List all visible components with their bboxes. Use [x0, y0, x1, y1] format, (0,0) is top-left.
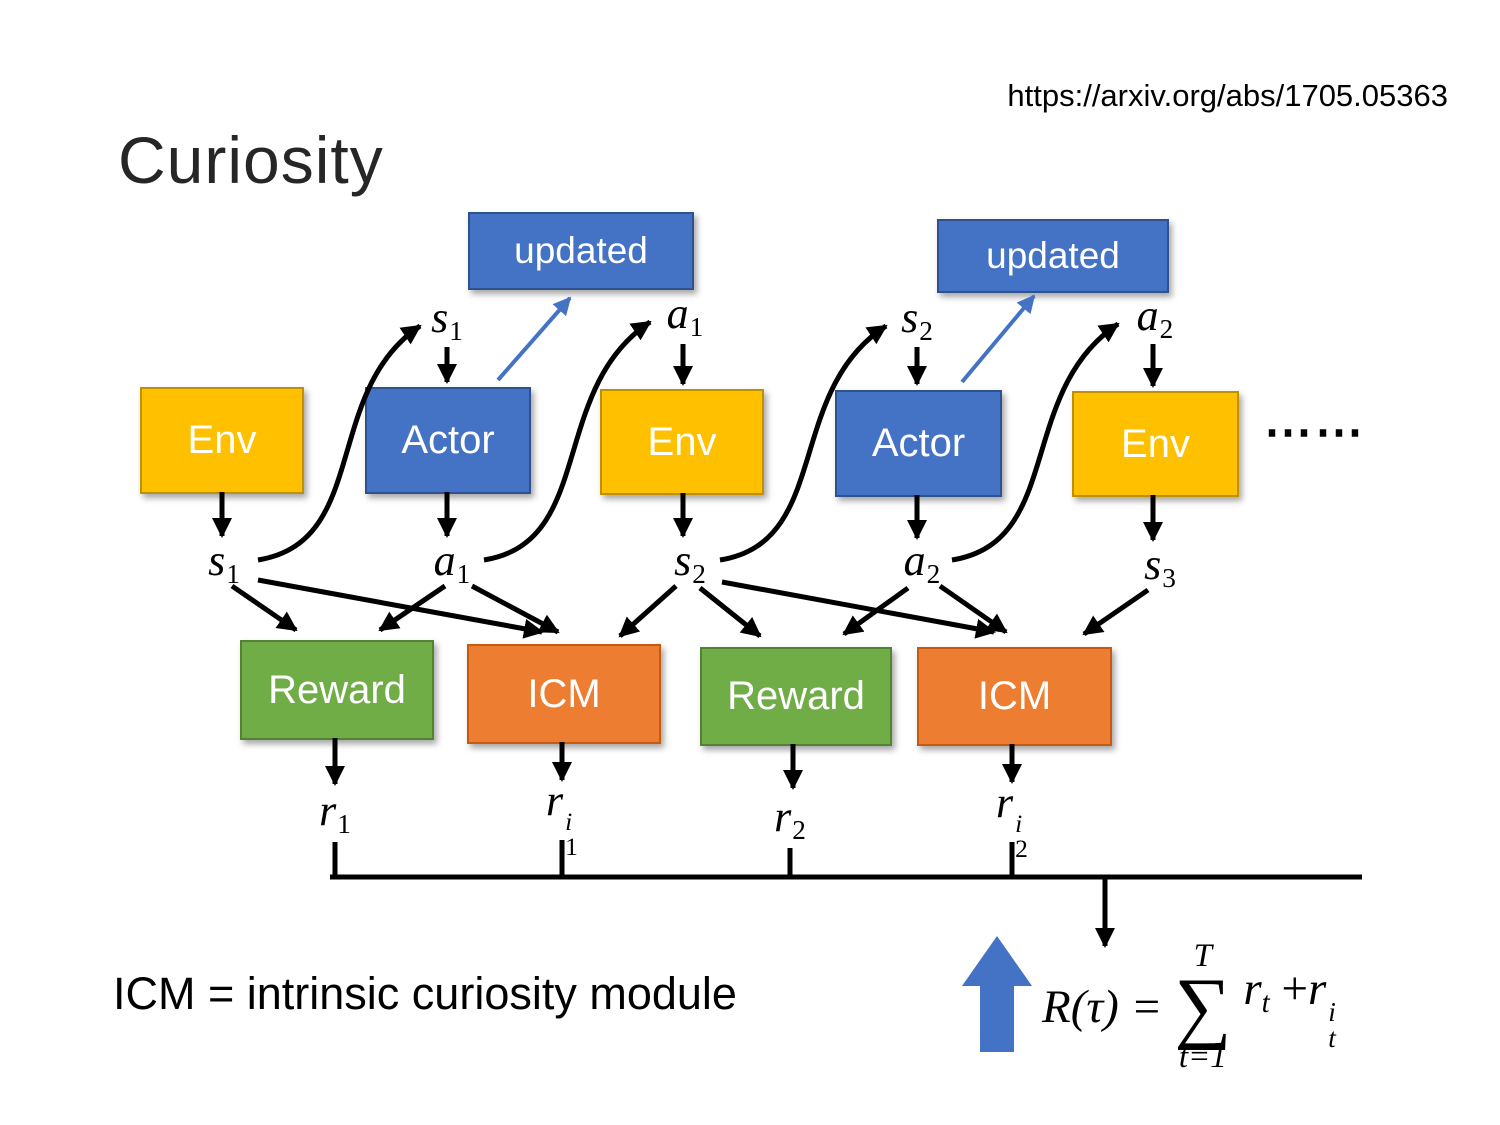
label-s3: s3 — [1144, 540, 1176, 593]
env-box-3: Env — [1072, 391, 1239, 497]
label-s2: s2 — [674, 536, 706, 589]
env-box-2: Env — [600, 389, 764, 495]
icm-box-2: ICM — [917, 647, 1112, 746]
label-r1: r1 — [319, 786, 351, 839]
arrow-s2-to-reward2 — [698, 586, 762, 638]
icm-box-1-label: ICM — [527, 671, 601, 716]
arrow-s2-to-icm2 — [721, 579, 996, 639]
updated-box-2-label: updated — [986, 235, 1120, 276]
formula-sum-upper: T — [1193, 938, 1212, 974]
actor-box-2: Actor — [835, 390, 1002, 497]
label-r2: r2 — [774, 792, 806, 845]
formula-sum: T ∑ t=1 — [1174, 940, 1231, 1074]
label-s2-top: s2 — [901, 293, 933, 346]
formula-lhs: R(τ) = — [1042, 981, 1163, 1033]
reward-box-2-label: Reward — [727, 674, 865, 718]
arrow-a1-to-reward1 — [378, 583, 447, 633]
arrow-a1-to-icm1 — [470, 583, 560, 635]
arrow-s1-to-icm1 — [257, 577, 544, 639]
label-a1-top: a1 — [666, 289, 704, 342]
arrow-a2-to-icm2 — [938, 583, 1008, 635]
env-box-1-label: Env — [187, 418, 257, 462]
icm-definition: ICM = intrinsic curiosity module — [113, 968, 737, 1019]
updated-box-1-label: updated — [514, 230, 648, 271]
arrow-s3-to-icm2 — [1082, 587, 1150, 637]
up-arrow-icon — [962, 936, 1032, 1052]
updated-box-1: updated — [468, 212, 694, 290]
arxiv-url: https://arxiv.org/abs/1705.05363 — [1007, 78, 1448, 113]
actor-box-2-label: Actor — [871, 421, 966, 465]
arrow-actor1-to-updated1 — [496, 296, 572, 382]
label-s1-top: s1 — [431, 293, 463, 346]
env-box-2-label: Env — [647, 419, 717, 464]
arrow-s1-to-reward1 — [230, 583, 298, 633]
sigma-symbol: ∑ — [1174, 963, 1232, 1051]
slide-title: Curiosity — [118, 123, 384, 197]
actor-box-1: Actor — [365, 387, 531, 494]
env-box-1: Env — [140, 387, 304, 494]
reward-box-1-label: Reward — [268, 667, 406, 712]
formula-sum-lower: t=1 — [1178, 1039, 1227, 1075]
icm-box-2-label: ICM — [977, 674, 1052, 718]
label-a1: a1 — [433, 536, 471, 589]
label-a2-top: a2 — [1136, 291, 1174, 344]
arrow-actor2-to-updated2 — [960, 294, 1036, 384]
reward-box-1: Reward — [240, 640, 434, 740]
icm-box-1: ICM — [467, 644, 661, 744]
continuation-dots: ⋯⋯ — [1264, 406, 1366, 459]
label-a2: a2 — [903, 536, 941, 589]
arrow-a2-to-reward2 — [842, 585, 910, 637]
env-box-3-label: Env — [1121, 421, 1190, 466]
actor-box-1-label: Actor — [401, 418, 495, 462]
reward-box-2: Reward — [700, 647, 892, 746]
arrow-s2-to-icm1 — [618, 584, 678, 638]
label-s1: s1 — [208, 536, 240, 589]
updated-box-2: updated — [937, 219, 1169, 293]
